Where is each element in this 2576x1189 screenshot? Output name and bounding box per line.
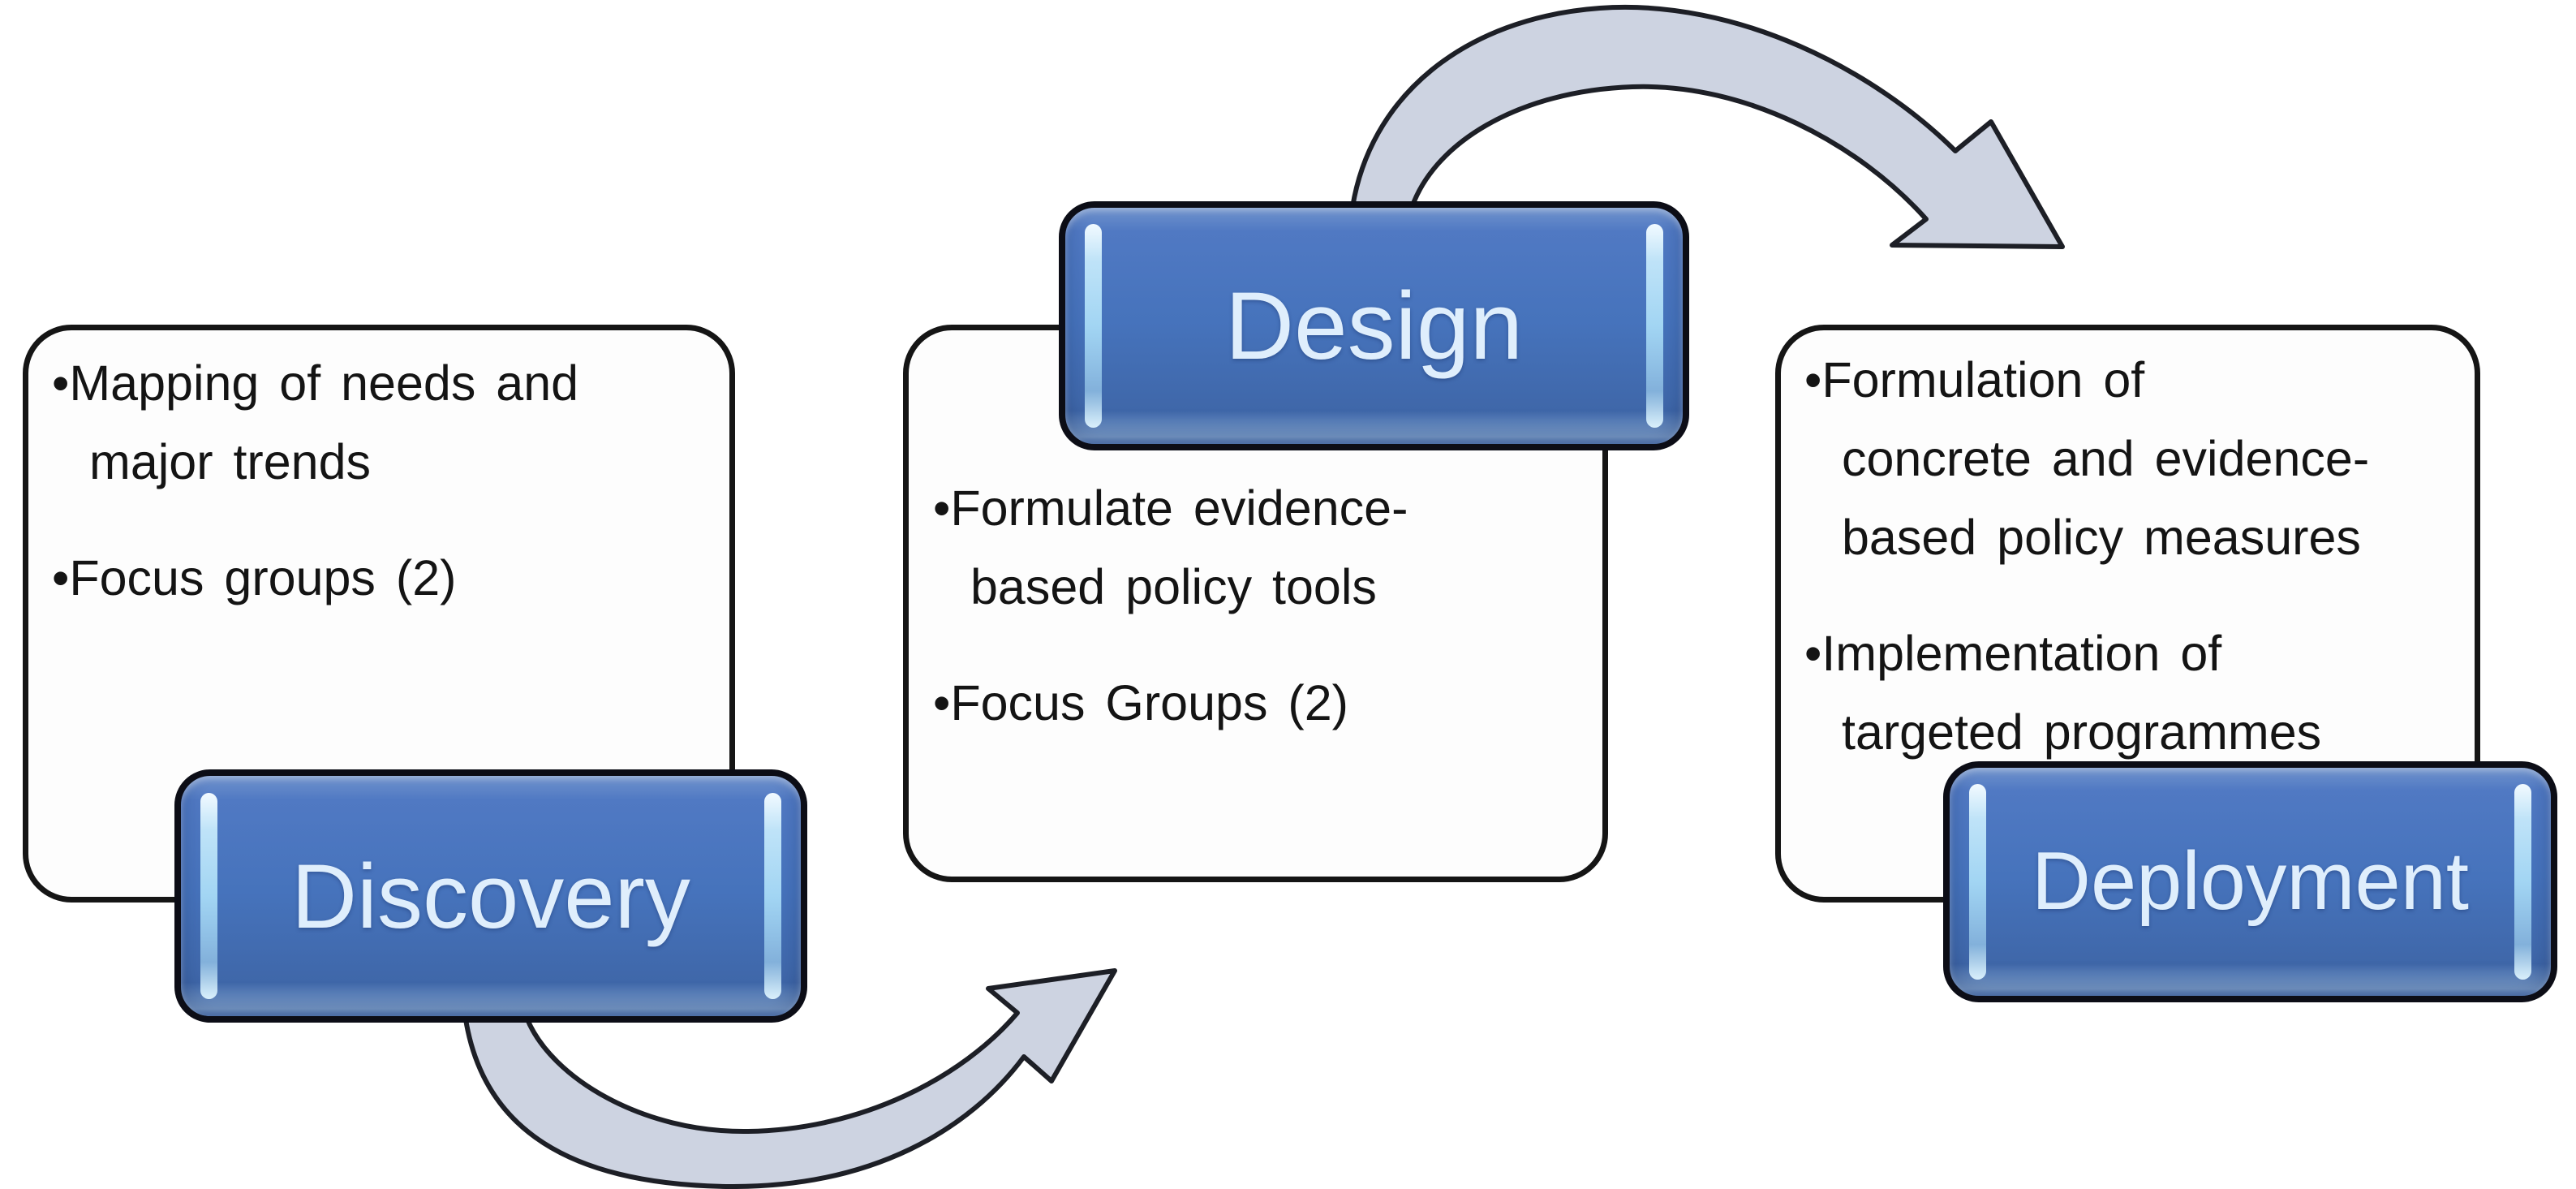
design-bullet-list: •Formulate evidence-based policy tools •F… xyxy=(933,469,1574,743)
bullet-item: •Focus groups (2) xyxy=(52,550,457,605)
deployment-button-label: Deployment xyxy=(2032,836,2469,927)
design-button: Design xyxy=(1059,201,1689,450)
discovery-button-label: Discovery xyxy=(291,845,690,947)
bullet-item: •Formulate evidence-based policy tools xyxy=(933,480,1408,614)
bullet-item: •Focus Groups (2) xyxy=(933,675,1348,730)
deployment-button: Deployment xyxy=(1943,761,2557,1002)
design-button-label: Design xyxy=(1224,272,1524,380)
discovery-button: Discovery xyxy=(174,769,807,1023)
